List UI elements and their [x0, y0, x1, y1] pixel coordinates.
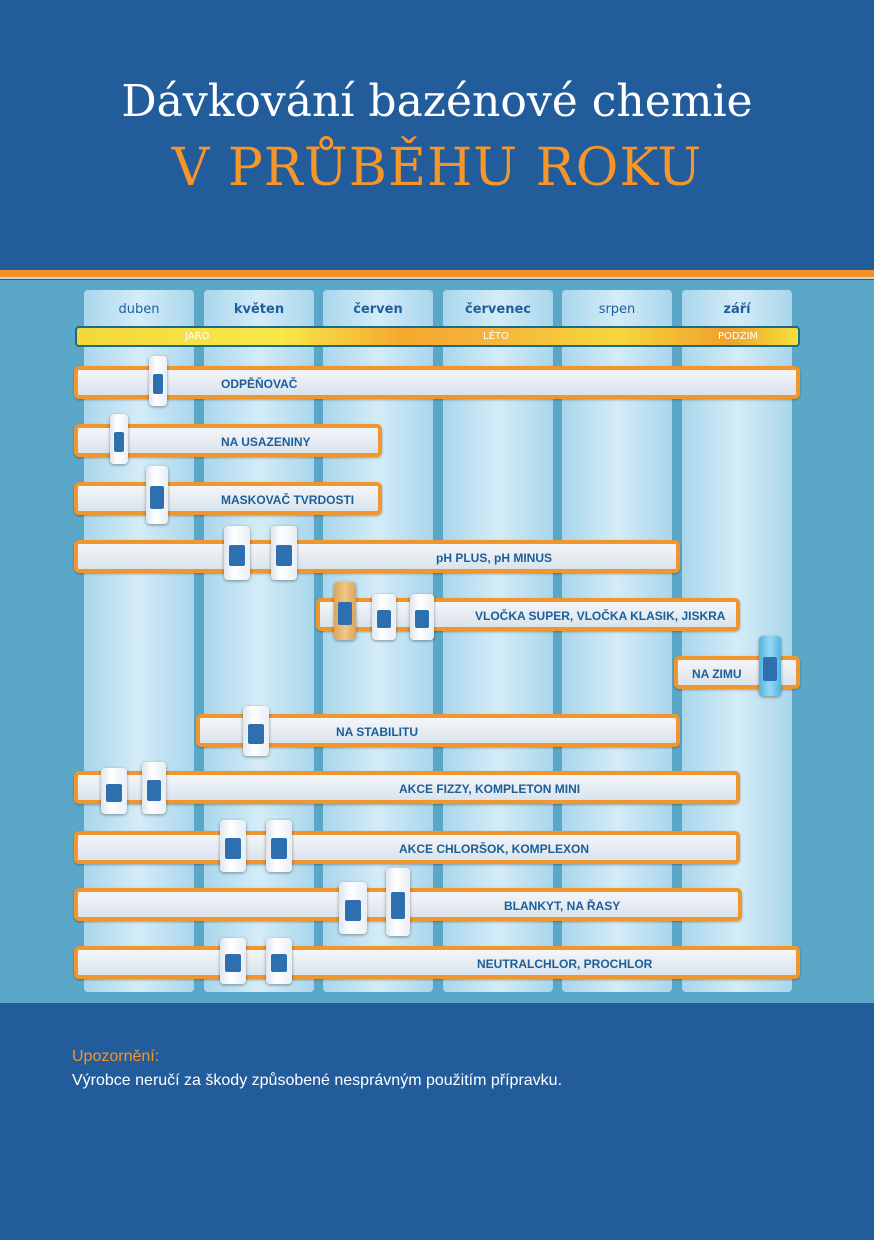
product-bottle-icon — [224, 526, 250, 580]
season-label: PODZIM — [718, 331, 759, 342]
product-bar: NA ZIMU — [674, 656, 800, 689]
month-label: květen — [233, 302, 285, 317]
month-column — [443, 290, 553, 992]
season-bar: JARO LÉTO PODZIM — [75, 326, 800, 347]
season-label: JARO — [185, 331, 210, 342]
product-label: NEUTRALCHLOR, PROCHLOR — [477, 957, 653, 971]
product-bar: pH PLUS, pH MINUS — [74, 540, 680, 573]
product-bottle-icon — [149, 356, 167, 406]
page-title: Dávkování bazénové chemie — [121, 76, 753, 127]
product-bar: ODPĚŇOVAČ — [74, 366, 800, 399]
month-label: červenec — [464, 302, 531, 317]
product-label: VLOČKA SUPER, VLOČKA KLASIK, JISKRA — [475, 609, 726, 623]
month-column — [204, 290, 314, 992]
product-label: AKCE CHLORŠOK, KOMPLEXON — [399, 842, 590, 856]
month-column — [84, 290, 194, 992]
divider — [0, 270, 874, 279]
warning-label: Upozornění: — [72, 1048, 160, 1065]
month-column — [323, 290, 433, 992]
product-bar: MASKOVAČ TVRDOSTI — [74, 482, 382, 515]
product-bar: NEUTRALCHLOR, PROCHLOR — [74, 946, 800, 979]
month-label: září — [723, 302, 751, 317]
product-bottle-icon — [372, 594, 396, 640]
product-label: NA STABILITU — [336, 725, 418, 739]
product-bottle-icon — [110, 414, 128, 464]
product-bottle-icon — [334, 582, 356, 640]
product-bottle-icon — [243, 706, 269, 756]
product-bottle-icon — [266, 820, 292, 872]
month-label: červen — [353, 302, 403, 317]
product-bottle-icon — [339, 882, 367, 934]
product-bottle-icon — [266, 938, 292, 984]
product-label: AKCE FIZZY, KOMPLETON MINI — [399, 782, 581, 796]
product-bottle-icon — [220, 820, 246, 872]
page-subtitle: V PRŮBĚHU ROKU — [171, 138, 703, 198]
product-label: NA ZIMU — [692, 667, 742, 681]
product-bottle-icon — [386, 868, 410, 936]
product-bar: NA STABILITU — [196, 714, 680, 747]
product-label: BLANKYT, NA ŘASY — [504, 899, 621, 913]
product-bottle-icon — [101, 768, 127, 814]
season-label: LÉTO — [483, 331, 509, 342]
product-bar: AKCE FIZZY, KOMPLETON MINI — [74, 771, 740, 804]
product-bottle-icon — [146, 466, 168, 524]
product-label: ODPĚŇOVAČ — [221, 377, 298, 391]
product-bottle-icon — [759, 636, 781, 696]
product-bottle-icon — [410, 594, 434, 640]
product-bottle-icon — [271, 526, 297, 580]
month-label: duben — [118, 302, 160, 317]
product-bottle-icon — [220, 938, 246, 984]
product-bar: AKCE CHLORŠOK, KOMPLEXON — [74, 831, 740, 864]
month-column — [562, 290, 672, 992]
warning-text: Výrobce neručí za škody způsobené nesprá… — [72, 1072, 563, 1089]
product-label: NA USAZENINY — [221, 435, 311, 449]
month-label: srpen — [598, 302, 636, 317]
header: Dávkování bazénové chemie V PRŮBĚHU ROKU — [0, 0, 874, 270]
product-label: MASKOVAČ TVRDOSTI — [221, 493, 355, 507]
product-bottle-icon — [142, 762, 166, 814]
product-label: pH PLUS, pH MINUS — [436, 551, 552, 565]
